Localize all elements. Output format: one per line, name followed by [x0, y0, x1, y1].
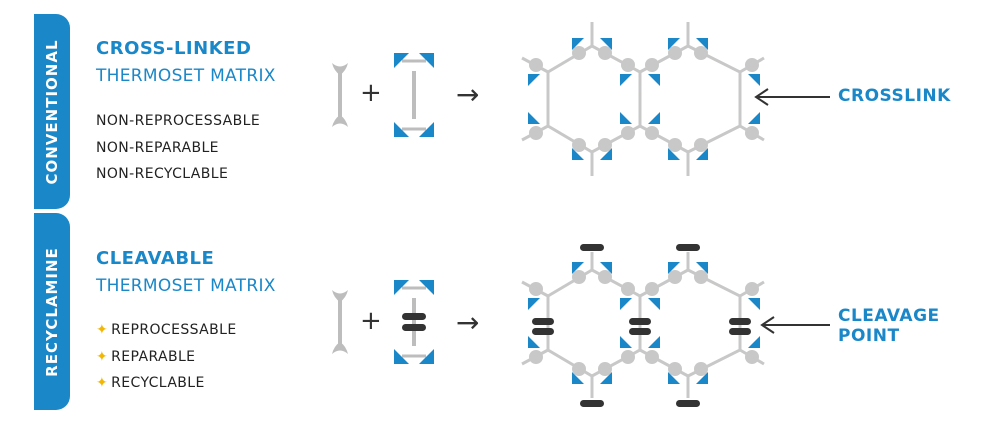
conventional-subtitle: THERMOSET MATRIX — [96, 66, 276, 86]
cleavable-network — [521, 244, 765, 407]
crosslinked-network — [521, 22, 765, 176]
star-icon: ✦ — [96, 322, 109, 338]
cleavage-callout-line: POINT — [838, 326, 900, 346]
hardener-molecule-icon — [332, 290, 348, 354]
cleavage-point-callout: CLEAVAGE POINT — [838, 306, 940, 346]
hardener-molecule-icon — [332, 63, 348, 127]
crosslink-pointer-arrow — [754, 88, 830, 106]
recyclamine-property-label: RECYCLABLE — [111, 375, 205, 391]
conventional-property: NON-REPROCESSABLE — [96, 113, 261, 129]
star-icon: ✦ — [96, 375, 109, 391]
conventional-property: NON-REPARABLE — [96, 140, 219, 156]
recyclamine-property: ✦RECYCLABLE — [96, 375, 205, 391]
plus-icon: + — [360, 306, 382, 336]
cleavage-callout-line: CLEAVAGE — [838, 306, 940, 326]
recyclamine-tab: RECYCLAMINE — [34, 213, 70, 410]
recyclamine-property-label: REPROCESSABLE — [111, 322, 237, 338]
epoxy-molecule-icon — [394, 53, 434, 137]
reaction-arrow-icon: → — [456, 78, 480, 111]
crosslink-callout: CROSSLINK — [838, 86, 951, 106]
reaction-arrow-icon: → — [456, 306, 480, 339]
recyclamine-property: ✦REPARABLE — [96, 349, 195, 365]
conventional-title: CROSS-LINKED — [96, 38, 252, 59]
star-icon: ✦ — [96, 349, 109, 365]
conventional-property: NON-RECYCLABLE — [96, 166, 229, 182]
recyclamine-subtitle: THERMOSET MATRIX — [96, 276, 276, 296]
cleavage-pointer-arrow — [760, 316, 830, 334]
conventional-tab: CONVENTIONAL — [34, 14, 70, 209]
recyclamine-property-label: REPARABLE — [111, 349, 196, 365]
plus-icon: + — [360, 78, 382, 108]
recyclamine-property: ✦REPROCESSABLE — [96, 322, 237, 338]
cleavable-epoxy-molecule-icon — [394, 280, 434, 364]
recyclamine-title: CLEAVABLE — [96, 248, 215, 269]
